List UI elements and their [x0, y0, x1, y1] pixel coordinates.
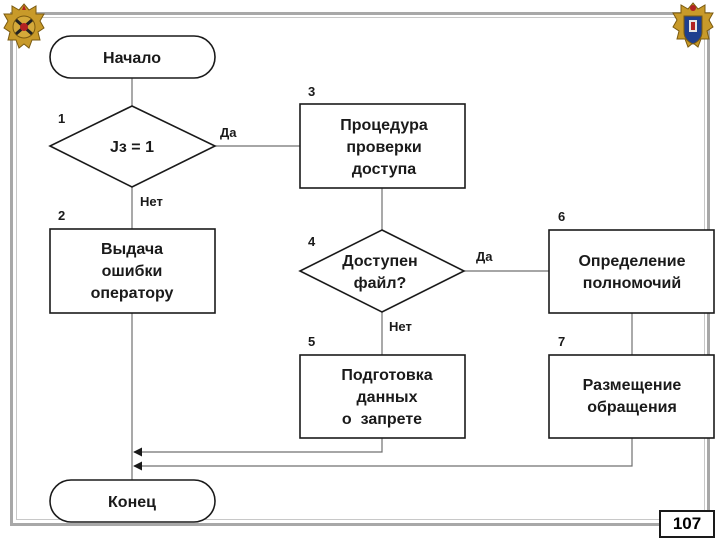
edge-label-no-1: Нет — [140, 194, 163, 209]
node-number-6: 6 — [558, 209, 565, 224]
node-start — [49, 35, 216, 79]
emblem-left-icon — [3, 3, 45, 49]
node-decision-4-label-2: файл? — [354, 275, 407, 292]
edge-label-yes-1: Да — [220, 125, 237, 140]
node-number-1: 1 — [58, 111, 65, 126]
node-number-4: 4 — [308, 234, 316, 249]
node-decision-1 — [48, 105, 217, 188]
node-access-check-label-1: Процедура — [340, 117, 428, 134]
node-deny-data-label-2: данных — [357, 389, 418, 406]
node-access-check — [299, 103, 466, 189]
node-decision-4 — [298, 229, 466, 313]
node-decision-1-label: Jз = 1 — [110, 139, 154, 156]
emblem-right-icon — [672, 2, 714, 48]
node-error-label-3: оператору — [91, 285, 174, 302]
node-number-7: 7 — [558, 334, 565, 349]
node-access-check-label-2: проверки — [346, 139, 421, 156]
node-placement-label-2: обращения — [587, 399, 677, 416]
edge-label-no-4: Нет — [389, 319, 412, 334]
node-number-5: 5 — [308, 334, 315, 349]
node-start-label: Начало — [103, 50, 161, 67]
edge-placement-end — [133, 438, 633, 471]
edge-label-yes-4: Да — [476, 249, 493, 264]
node-deny-data — [299, 354, 466, 439]
node-deny-data-label-3: о запрете — [342, 411, 422, 428]
edge-deny-end — [133, 438, 383, 457]
node-error-label-2: ошибки — [102, 263, 163, 280]
node-number-2: 2 — [58, 208, 65, 223]
node-access-check-label-3: доступа — [352, 161, 416, 178]
node-permissions-label-1: Определение — [578, 253, 685, 270]
node-placement-label-1: Размещение — [583, 377, 682, 394]
node-decision-4-label-1: Доступен — [342, 253, 417, 270]
page-number: 107 — [659, 510, 715, 538]
node-deny-data-label-1: Подготовка — [341, 367, 432, 384]
node-error-label-1: Выдача — [101, 241, 163, 258]
node-permissions — [548, 229, 715, 314]
node-error — [49, 228, 216, 314]
node-placement — [548, 354, 715, 439]
node-end-label: Конец — [108, 494, 156, 511]
node-end — [49, 479, 216, 523]
node-permissions-label-2: полномочий — [583, 275, 681, 292]
node-number-3: 3 — [308, 84, 315, 99]
